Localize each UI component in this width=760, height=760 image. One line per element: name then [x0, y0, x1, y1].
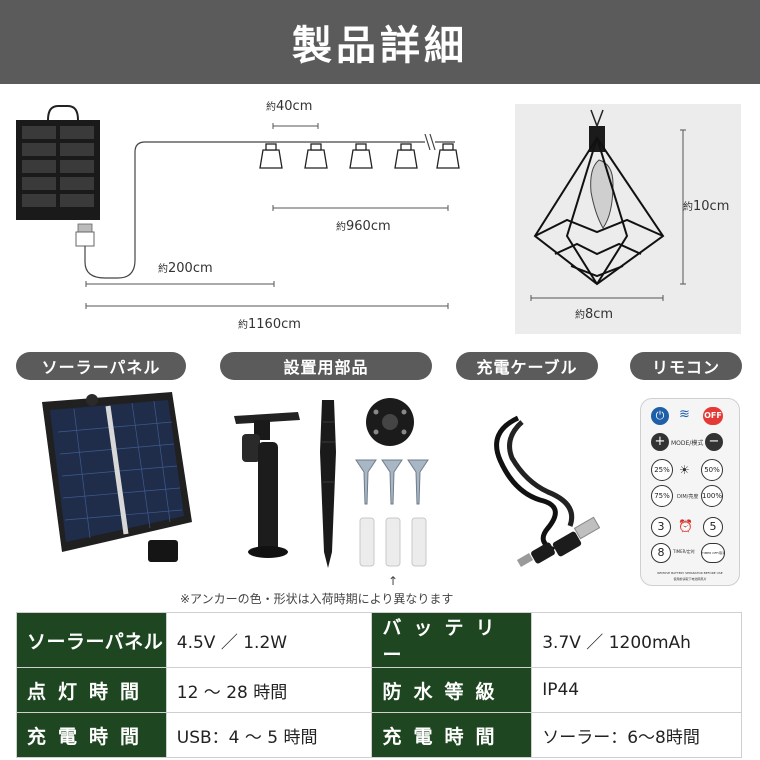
section-label-remote: リモコン [630, 352, 742, 380]
section-label-solar-panel: ソーラーパネル [16, 352, 186, 380]
remote-timer-label: TIMER/定时 [673, 549, 695, 554]
lamp-cage-drawing [530, 109, 686, 301]
remote-product: ⏻ ≋ OFF + MODE/模式 − 25% 50% ☀ 75% DIM/亮度… [640, 398, 740, 586]
mounting-parts-product [228, 392, 438, 572]
remote-off-button: OFF [703, 407, 723, 425]
remote-footer-en: REMOVE BATTERY SEPARATOR BEFORE USE [657, 571, 723, 575]
bulb-icons [259, 143, 460, 169]
page-title: 製品詳細 [292, 23, 468, 69]
spec-value-waterproof: IP44 [531, 667, 742, 713]
remote-dim-label: DIM/亮度 [677, 494, 699, 500]
table-row: 点灯時間 12 〜 28 時間 防水等級 IP44 [16, 667, 742, 713]
lead-dimension-label: 約200cm [158, 261, 213, 276]
power-icon: ⏻ [651, 407, 669, 425]
connector-icon [77, 223, 93, 233]
table-row: 充電時間 USB：4 〜 5 時間 充電時間 ソーラー：6〜8時間 [16, 712, 742, 758]
spec-label-solar-panel: ソーラーパネル [16, 612, 167, 668]
brightness-icon: ☀ [679, 463, 690, 477]
wifi-icon: ≋ [679, 407, 690, 422]
cage-frame-icon [533, 136, 665, 286]
dimension-drawing [16, 105, 460, 309]
spec-value-solar-panel: 4.5V ／ 1.2W [165, 612, 373, 668]
remote-mode-label: MODE/模式 [671, 440, 704, 447]
remote-plus-button: + [651, 433, 669, 451]
lamp-cage-photo: 約10cm 約8cm [515, 104, 741, 334]
bulb-icon [590, 159, 614, 229]
lamp-width-label: 約8cm [575, 307, 614, 322]
charging-cable-product [478, 408, 606, 572]
spec-label-battery: バッテリー [371, 612, 533, 668]
remote-timer-5-button: 5 [703, 517, 723, 537]
spec-table: ソーラーパネル 4.5V ／ 1.2W バッテリー 3.7V ／ 1200mAh… [16, 612, 742, 758]
spec-value-charge-time-solar: ソーラー：6〜8時間 [531, 712, 742, 758]
spec-value-battery: 3.7V ／ 1200mAh [531, 612, 742, 668]
anchor-note: ※アンカーの色・形状は入荷時期により異なります [180, 592, 454, 606]
dimension-lines [85, 123, 449, 309]
solar-panel-product [22, 392, 198, 572]
remote-75-button: 75% [651, 485, 673, 507]
spec-value-charge-time-usb: USB：4 〜 5 時間 [165, 712, 373, 758]
note-arrow: ↑ [388, 574, 399, 588]
charging-cable-icon [494, 415, 601, 567]
panel-hook-icon [47, 105, 79, 121]
solar-panel-icon [42, 392, 192, 562]
panel-cells [22, 126, 94, 207]
remote-minus-button: − [705, 433, 723, 451]
remote-timer-3-button: 3 [651, 517, 671, 537]
alarm-clock-icon: ⏰ [678, 519, 693, 533]
section-label-mounting-parts: 設置用部品 [220, 352, 432, 380]
lead-cable [84, 141, 425, 279]
lamp-height-label: 約10cm [683, 199, 730, 214]
page-header: 製品詳細 [0, 0, 760, 84]
anchor-icons [359, 517, 427, 567]
remote-footer-cn: 使用前请取下电池隔离片 [673, 577, 707, 581]
mounting-parts-icon [234, 398, 429, 568]
spec-label-waterproof: 防水等級 [371, 667, 533, 713]
spec-label-charge-time-usb: 充電時間 [16, 712, 167, 758]
spacing-dimension-label: 約40cm [266, 99, 313, 114]
lamp-dimension-lines [530, 129, 686, 301]
total-dimension-label: 約1160cm [238, 317, 301, 332]
remote-timer-off-button: TIMER OFF/取消定时 [701, 543, 725, 563]
section-label-charging-cable: 充電ケーブル [456, 352, 598, 380]
spec-value-lighting-time: 12 〜 28 時間 [165, 667, 373, 713]
string-light-dimension-diagram: 約40cm 約960cm 約200cm 約1160cm [0, 90, 510, 340]
screw-icons [355, 459, 429, 505]
table-row: ソーラーパネル 4.5V ／ 1.2W バッテリー 3.7V ／ 1200mAh [16, 612, 742, 668]
remote-100-button: 100% [701, 485, 723, 507]
spec-label-lighting-time: 点灯時間 [16, 667, 167, 713]
bulb-span-dimension-label: 約960cm [336, 219, 391, 234]
remote-timer-8-button: 8 [651, 543, 671, 563]
remote-50-button: 50% [701, 459, 723, 481]
spec-label-charge-time-solar: 充電時間 [371, 712, 533, 758]
remote-25-button: 25% [651, 459, 673, 481]
